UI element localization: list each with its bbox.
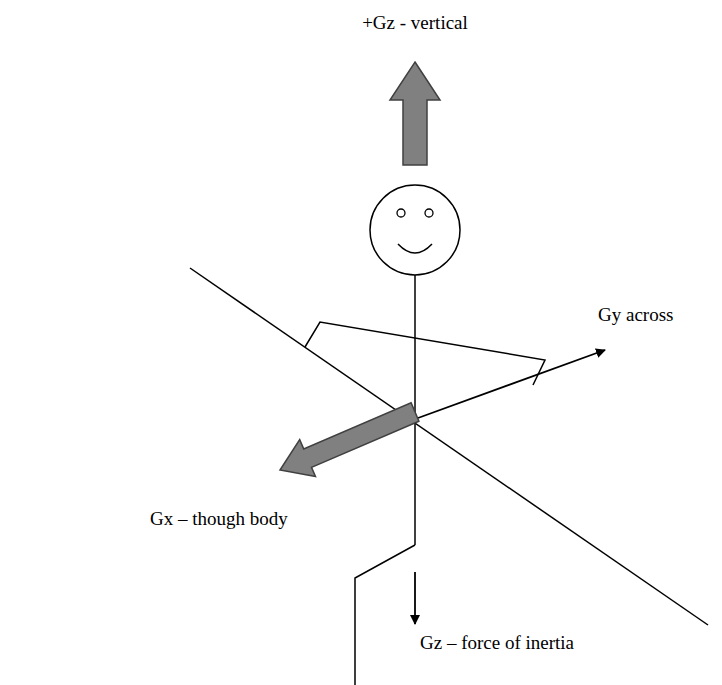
axis-label: Gz – force of inertia	[420, 632, 574, 655]
axis-label: Gy across	[598, 304, 673, 327]
axis-label: Gx – though body	[150, 508, 288, 531]
arms	[305, 322, 545, 385]
gz-down-arrow	[414, 572, 416, 624]
gx-arrow	[280, 403, 419, 477]
eye	[397, 209, 405, 217]
gy-arrow	[418, 350, 605, 418]
axis-label: +Gz - vertical	[362, 12, 468, 35]
smile	[398, 244, 432, 253]
gz-up-arrow	[390, 62, 440, 165]
eye	[425, 209, 433, 217]
legs	[355, 545, 415, 685]
plane-line	[190, 268, 708, 625]
head	[370, 185, 460, 275]
